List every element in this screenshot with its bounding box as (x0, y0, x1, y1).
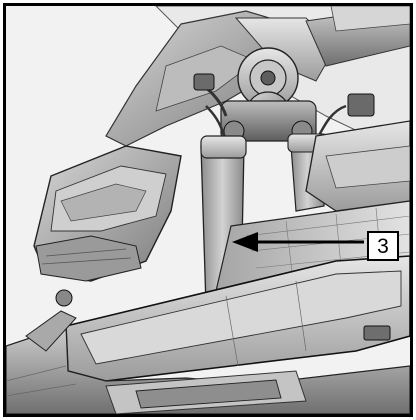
figure-frame: 3 (3, 3, 413, 417)
callout-arrowhead (232, 232, 258, 252)
handlebar-assembly-illustration (6, 6, 410, 414)
callout-number: 3 (377, 234, 389, 258)
callout-label-3: 3 (367, 231, 399, 261)
